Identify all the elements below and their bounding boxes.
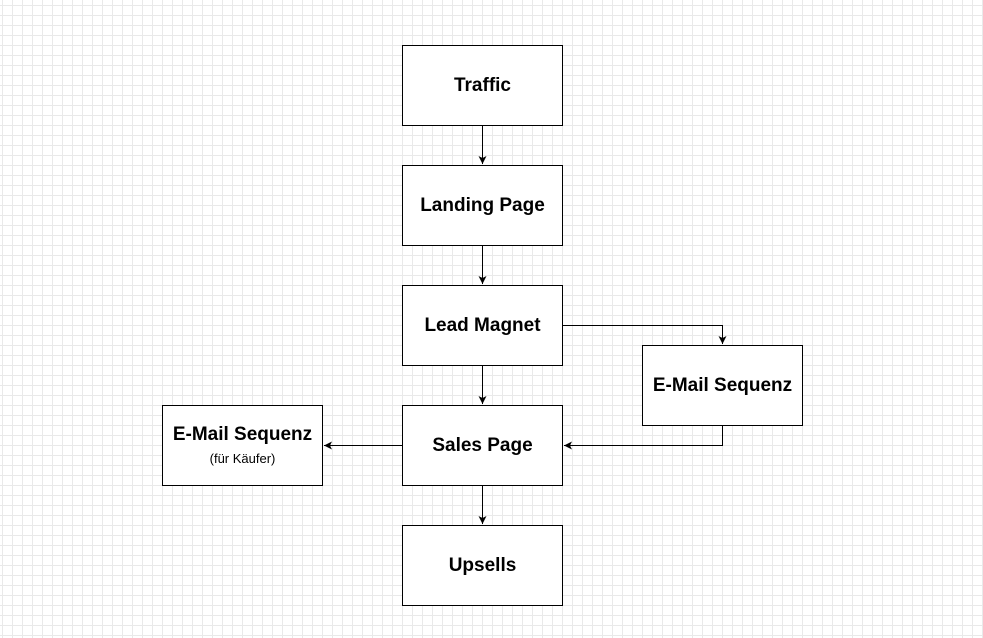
node-landing-page-label: Landing Page [420,194,545,216]
node-traffic-label: Traffic [453,74,512,96]
node-lead-magnet[interactable]: Lead Magnet [402,285,563,366]
edge-lead-to-email [563,325,727,344]
node-traffic[interactable]: Traffic [402,45,563,126]
node-email-sequenz-buyers-sublabel: (für Käufer) [209,451,276,466]
node-sales-page[interactable]: Sales Page [402,405,563,486]
node-email-sequenz[interactable]: E-Mail Sequenz [642,345,803,426]
node-upsells-label: Upsells [448,554,517,576]
node-email-sequenz-buyers-label: E-Mail Sequenz [172,424,313,445]
node-upsells[interactable]: Upsells [402,525,563,606]
node-landing-page[interactable]: Landing Page [402,165,563,246]
node-sales-page-label: Sales Page [432,434,533,456]
node-email-sequenz-label: E-Mail Sequenz [652,374,793,396]
edge-email-to-sales [564,426,723,450]
node-lead-magnet-label: Lead Magnet [424,314,541,336]
node-email-sequenz-buyers[interactable]: E-Mail Sequenz (für Käufer) [162,405,323,486]
